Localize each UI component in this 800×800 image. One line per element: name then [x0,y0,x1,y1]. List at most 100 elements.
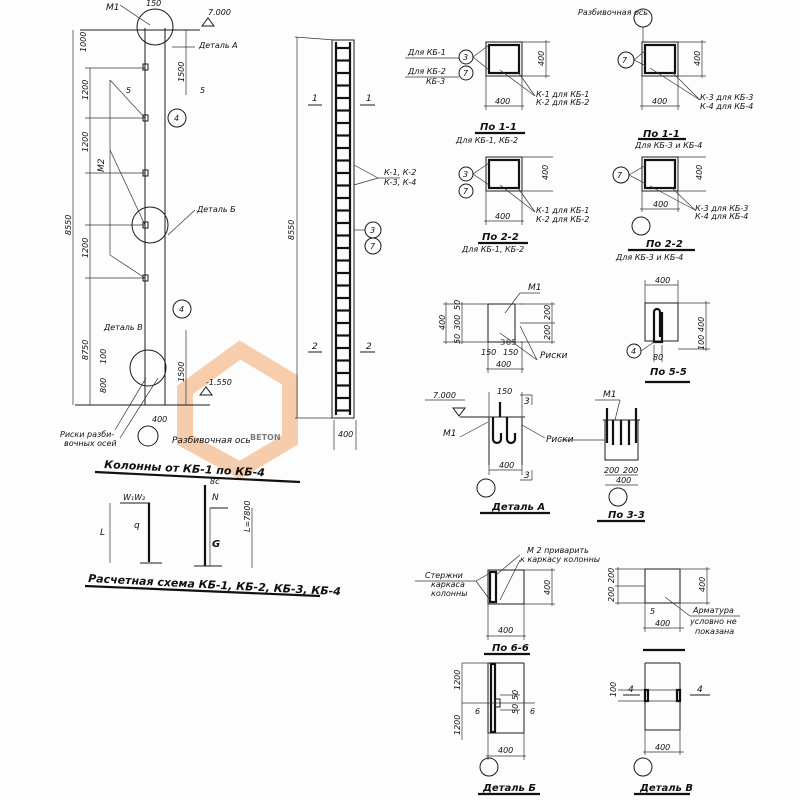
dim-100: 100 [99,349,108,364]
dim-200: 200 [604,466,619,475]
level-top: 7.000 [208,8,231,17]
m2-note: к каркасу колонны [520,555,600,564]
dim-1200: 1200 [81,238,90,258]
section-title: По 2-2 [646,239,683,250]
dim-200: 200 [543,325,552,340]
position-3: 3 [370,226,375,235]
detail-v-label: Деталь В [103,323,143,332]
stirrup-k1: К-1 для КБ-1 [536,90,589,99]
position-4-top: 4 [174,114,179,123]
m1-label: М1 [603,390,617,400]
position-3: 3 [463,170,468,179]
section-4-left: 4 [628,685,634,695]
section-title: По 6-6 [492,643,529,654]
position-7: 7 [463,69,469,78]
section-2-right: 2 [366,342,372,352]
section-6-6: М 2 приварить к каркасу колонны Стержни … [415,546,600,656]
bars-note: каркаса [431,580,465,589]
dim-1200: 1200 [81,132,90,152]
l-label: L [100,528,105,538]
section-5-5: 400 400 100 4 80 По 5-5 [626,276,710,384]
section-subtitle: Для КБ-3 и КБ-4 [634,141,702,150]
rebar-note: Арматура [692,606,734,615]
wind-load-label: W₁W₂ [123,493,146,502]
m2-note: М 2 приварить [527,546,589,555]
dim-150: 150 [481,348,496,357]
dim-8750: 8750 [81,340,90,360]
section-6-left: 6 [475,707,480,716]
dim-400: 400 [152,415,167,424]
dim-800: 800 [99,378,108,393]
dim-100: 100 [697,335,706,350]
dim-400: 400 [543,580,552,595]
dim-200: 200 [543,305,552,320]
detail-v-callout [129,349,167,387]
dim-50: 50 [511,690,520,700]
position-7: 7 [622,56,628,65]
dim-300: 300 [453,315,462,330]
dim-150: 150 [503,348,518,357]
dim-1500: 1500 [177,362,186,382]
detail-a-label: Деталь А [198,41,238,50]
top-label: 8c [210,477,220,486]
stirrup-k1: К-1 для КБ-1 [536,206,589,215]
section-1-left: 1 [312,94,318,104]
position-7: 7 [370,242,376,251]
m1-label: М1 [528,283,542,293]
marks-note: Риски разби- [60,430,114,439]
section-2-left: 2 [312,342,318,352]
dim-1200: 1200 [453,715,462,735]
stirrup-k2: К-2 для КБ-2 [536,98,589,107]
dim-height: 400 [693,51,702,66]
q-label: q [134,521,140,531]
marks-label: Риски [546,435,574,445]
axis-note: Разбивочная ось [578,8,648,17]
dim-100: 100 [609,682,618,697]
position-7: 7 [617,171,623,180]
detail-a-callout [136,8,174,46]
axis-marker [137,425,159,447]
section-subtitle: Для КБ-1, КБ-2 [455,136,518,145]
detail-b-label: Деталь Б [196,205,236,214]
calc-scheme: W₁W₂ q L N G L=7800 8c Расчетная схема К… [84,477,341,598]
column-elevation: М1 150 7.000 Деталь А 5 5 4 М2 Деталь Б … [60,0,301,484]
section-title: По 1-1 [480,122,517,133]
marks-note: вочных осей [64,439,117,448]
dim-width: 400 [495,212,510,221]
section-2-2-kb3-kb4: 7 К-3 для КБ-3 К-4 для КБ-4 400 400 По 2… [612,156,748,262]
detail-title: Деталь А [491,502,545,513]
level-bottom: -1.550 [206,378,232,387]
dim-width: 400 [652,97,667,106]
position-4: 4 [631,347,636,356]
g-label: G [212,539,220,550]
bars-note: колонны [431,589,468,598]
for-kb1: Для КБ-1 [407,48,446,57]
detail-title: Деталь В [639,783,693,794]
dim-200: 200 [607,587,616,602]
for-kb2: Для КБ-2 [407,67,446,76]
section-6-right: 6 [530,707,535,716]
dim-400: 400 [698,577,707,592]
dim-50: 50 [511,704,520,714]
detail-b-callout [131,206,169,244]
section-title: По 1-1 [643,129,680,140]
section-title: По 3-3 [608,510,645,521]
m1-plan: М1 400 50 300 50 200 200 150 150 400 Рис… [438,283,568,373]
for-kb3: КБ-3 [426,77,445,86]
dim-1000: 1000 [79,32,88,52]
l2-label: L=7800 [243,500,252,532]
section-1-1-kb1-kb2: Для КБ-1 3 Для КБ-2 КБ-3 7 К-1 для КБ-1 … [405,40,589,145]
dim-200: 200 [607,568,616,583]
dim-50: 50 [453,300,462,310]
section-title: По 2-2 [482,232,519,243]
dim-50: 50 [453,334,462,344]
reinforcement-cage: 1 1 2 2 8550 К-1, К-2 К-3, К-4 3 7 400 [287,36,416,450]
bars-note: Стержни [425,571,463,580]
m1-label: М1 [106,3,120,13]
section-1-1-kb3-kb4: Разбивочная ось 7 К-3 для КБ-3 К-4 для К… [578,8,753,150]
section-subtitle: Для КБ-3 и КБ-4 [615,253,683,262]
detail-v: 100 4 4 400 Деталь В [609,662,710,796]
stirrup-k2: К-2 для КБ-2 [536,215,589,224]
dim-1200: 1200 [81,80,90,100]
